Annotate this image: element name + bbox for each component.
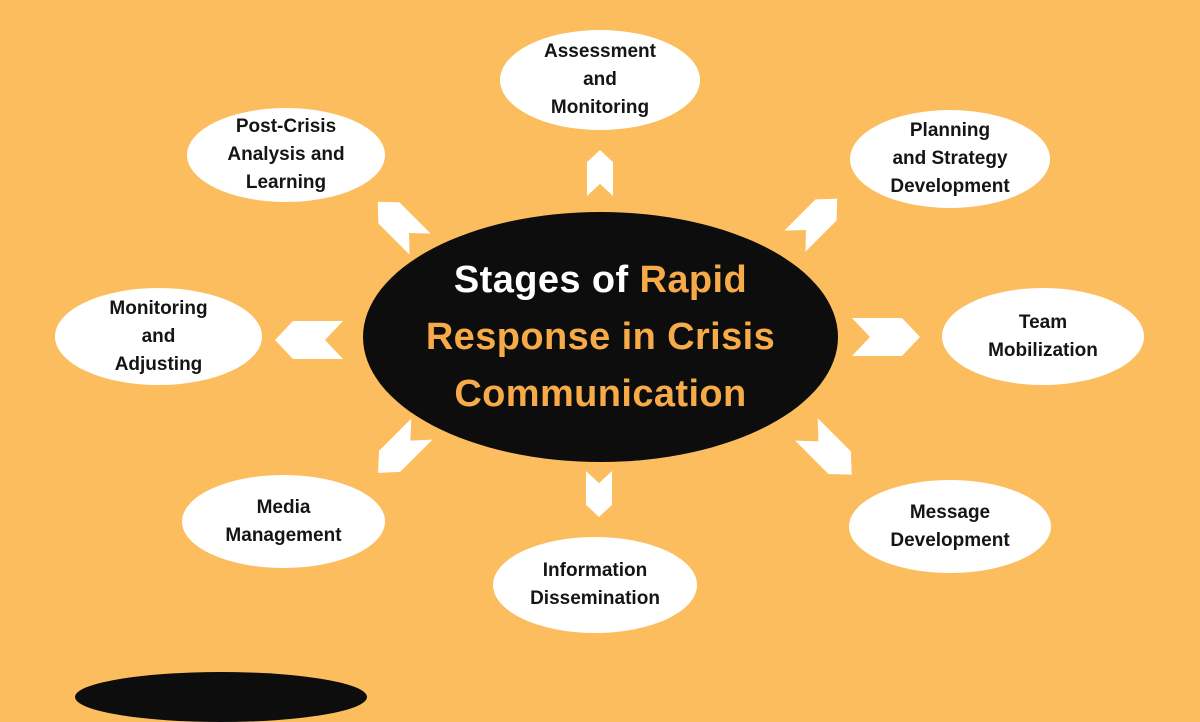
node-label-line: and Strategy xyxy=(892,148,1008,169)
node-label-line: Message xyxy=(909,501,991,523)
node-label-line: Learning xyxy=(245,172,327,193)
arrow-up-icon xyxy=(587,150,613,196)
title-line-1-accent: Rapid xyxy=(639,258,748,301)
node-label-line: Mobilization xyxy=(988,339,1098,361)
node-label-line: Assessment xyxy=(544,41,656,62)
title-line-3: Communication xyxy=(454,372,747,415)
arrow-down-left-icon xyxy=(378,418,433,473)
infographic-canvas: Stages of Rapid Response in Crisis Commu… xyxy=(55,30,1144,722)
node-label-line: Adjusting xyxy=(114,353,203,375)
arrow-down-right-icon xyxy=(795,418,852,475)
node-label-line: Dissemination xyxy=(530,588,660,609)
node-label-line: and xyxy=(583,69,617,90)
arrow-left-icon xyxy=(275,321,343,359)
node-post-crisis-analysis-and-learning: Post-Crisis Analysis and Learning xyxy=(187,108,385,202)
node-label-line: Team xyxy=(1018,311,1068,333)
node-planning-and-strategy-development: Planning and Strategy Development xyxy=(850,110,1050,208)
node-monitoring-and-adjusting: Monitoring and Adjusting xyxy=(55,288,262,385)
node-label-line: Management xyxy=(225,524,342,546)
node-team-mobilization: Team Mobilization xyxy=(942,288,1144,385)
title-line-1: Stages of Rapid xyxy=(454,252,747,309)
arrow-up-right-icon xyxy=(784,198,838,252)
arrow-down-icon xyxy=(586,471,612,517)
arrow-right-icon xyxy=(852,318,920,356)
node-assessment-and-monitoring: Assessment and Monitoring xyxy=(500,30,700,130)
node-message-development: Message Development xyxy=(849,480,1051,573)
node-label-line: Development xyxy=(890,176,1010,197)
node-label-line: and xyxy=(141,325,176,347)
node-label-line: Monitoring xyxy=(550,97,650,118)
node-information-dissemination: Information Dissemination xyxy=(493,537,697,633)
node-label-line: Planning xyxy=(909,120,991,141)
node-label-line: Post-Crisis xyxy=(235,116,337,137)
arrow-up-left-icon xyxy=(377,201,431,255)
node-label-line: Information xyxy=(542,560,648,581)
node-label-line: Analysis and xyxy=(227,144,345,165)
cropped-ellipse-edge xyxy=(75,672,367,722)
node-label-line: Media xyxy=(256,496,311,518)
title-line-2: Response in Crisis xyxy=(425,315,776,358)
node-label-line: Development xyxy=(890,529,1010,551)
node-label-line: Monitoring xyxy=(109,297,208,319)
center-title-ellipse: Stages of Rapid Response in Crisis Commu… xyxy=(363,212,838,462)
title-line-1-white: Stages of xyxy=(453,258,629,301)
node-media-management: Media Management xyxy=(182,475,385,568)
